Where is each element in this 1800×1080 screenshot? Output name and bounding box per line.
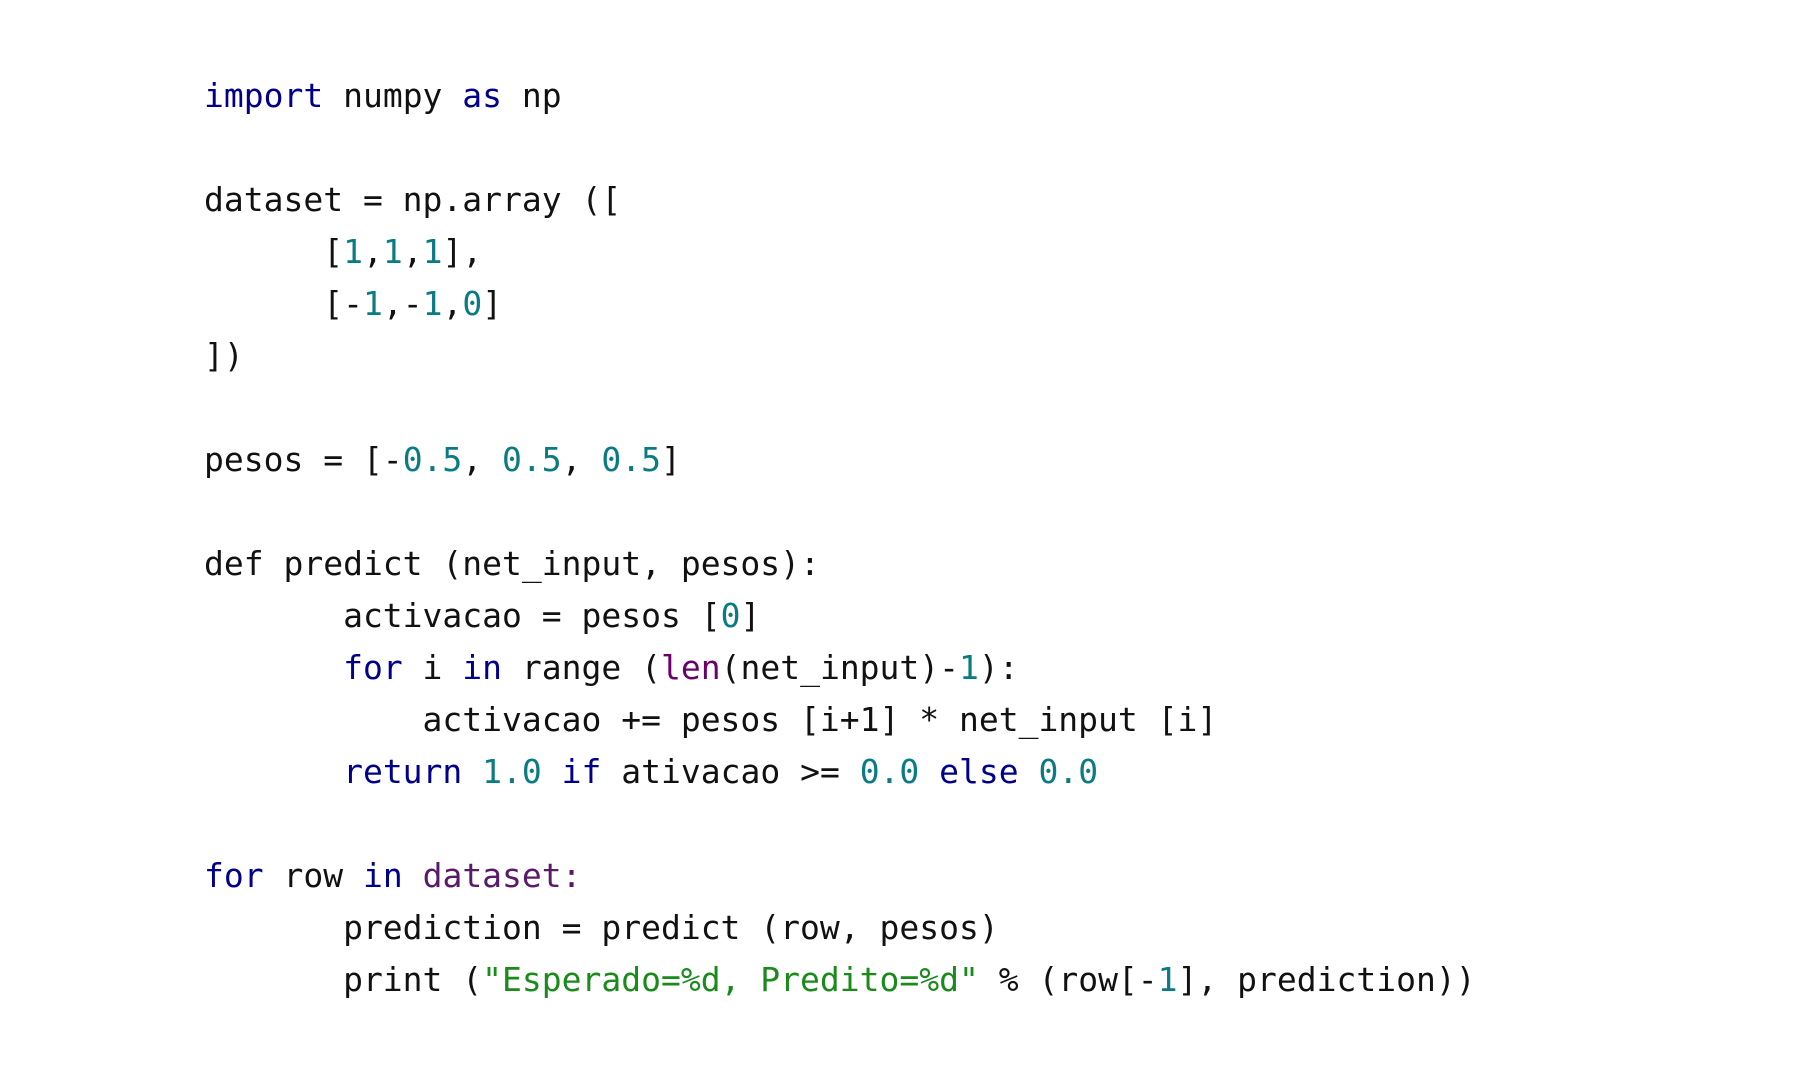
code-token: ], — [442, 232, 483, 271]
code-token: 1 — [422, 284, 443, 323]
code-token: 0.0 — [859, 752, 920, 791]
code-token: else — [939, 752, 1019, 791]
code-token: pesos = [- — [204, 440, 403, 479]
code-token: 0.5 — [502, 440, 562, 479]
code-token — [1019, 752, 1039, 791]
code-token: [ — [204, 232, 344, 271]
code-line: [-1,-1,0] — [204, 278, 1476, 330]
code-token: 1 — [422, 232, 443, 271]
code-token: , — [402, 232, 423, 271]
code-token: (net_input)- — [720, 648, 960, 687]
code-line — [204, 382, 1476, 434]
code-line: import numpy as np — [204, 70, 1476, 122]
code-token: % (row[- — [978, 960, 1158, 999]
code-token — [204, 648, 343, 687]
code-token: ,- — [382, 284, 423, 323]
code-token: activacao += pesos [i+1] * net_input [i] — [204, 700, 1218, 739]
code-line: for i in range (len(net_input)-1): — [204, 642, 1476, 694]
code-line: print ("Esperado=%d, Predito=%d" % (row[… — [204, 954, 1476, 1006]
code-token: , — [362, 232, 383, 271]
code-token: numpy — [323, 76, 463, 115]
code-token: 1 — [362, 284, 383, 323]
code-token: in — [362, 856, 403, 895]
code-line: dataset = np.array ([ — [204, 174, 1476, 226]
code-token: range ( — [502, 648, 661, 687]
code-line: for row in dataset: — [204, 850, 1476, 902]
code-token: 1 — [1157, 960, 1178, 999]
code-token: prediction = predict (row, pesos) — [204, 908, 999, 947]
code-token: ], prediction)) — [1177, 960, 1476, 999]
code-token: if — [561, 752, 602, 791]
code-token: dataset: — [422, 856, 582, 895]
code-token: as — [462, 76, 503, 115]
code-token: ] — [661, 440, 681, 479]
code-token: ativacao >= — [601, 752, 860, 791]
code-token: import — [204, 76, 324, 115]
code-token: 0 — [462, 284, 483, 323]
code-token: , — [442, 284, 463, 323]
code-token: 1.0 — [482, 752, 542, 791]
code-token: return — [343, 752, 463, 791]
code-token: def predict (net_input, pesos): — [204, 544, 820, 583]
code-token: ] — [740, 596, 761, 635]
code-token — [542, 752, 562, 791]
code-line — [204, 122, 1476, 174]
code-token: 0.5 — [601, 440, 662, 479]
code-token: , — [561, 440, 602, 479]
code-line — [204, 798, 1476, 850]
code-line — [204, 486, 1476, 538]
code-token: np — [502, 76, 562, 115]
code-token — [204, 752, 343, 791]
code-token: ]) — [204, 336, 244, 375]
code-token: len — [661, 648, 721, 687]
code-token: 1 — [382, 232, 403, 271]
code-token: "Esperado=%d, Predito=%d" — [482, 960, 979, 999]
code-token: for — [204, 856, 264, 895]
code-token — [462, 752, 482, 791]
code-token: 0 — [720, 596, 741, 635]
code-token: ): — [978, 648, 1019, 687]
code-token: for — [343, 648, 403, 687]
code-token: i — [402, 648, 463, 687]
code-token: activacao = pesos [ — [204, 596, 721, 635]
code-token: row — [263, 856, 363, 895]
code-block: import numpy as np dataset = np.array ([… — [204, 70, 1476, 1006]
code-line: prediction = predict (row, pesos) — [204, 902, 1476, 954]
code-line: def predict (net_input, pesos): — [204, 538, 1476, 590]
code-token: 1 — [343, 232, 363, 271]
code-line: activacao = pesos [0] — [204, 590, 1476, 642]
code-line: pesos = [-0.5, 0.5, 0.5] — [204, 434, 1476, 486]
code-token — [403, 856, 423, 895]
code-line: ]) — [204, 330, 1476, 382]
code-token: 0.5 — [402, 440, 463, 479]
code-token: 0.0 — [1038, 752, 1099, 791]
code-token — [919, 752, 939, 791]
code-token: dataset = np.array ([ — [204, 180, 622, 219]
code-token: [- — [204, 284, 363, 323]
code-line: return 1.0 if ativacao >= 0.0 else 0.0 — [204, 746, 1476, 798]
code-token: ] — [482, 284, 503, 323]
code-line: [1,1,1], — [204, 226, 1476, 278]
code-token: , — [462, 440, 503, 479]
code-token: in — [462, 648, 503, 687]
code-token: print ( — [204, 960, 483, 999]
code-token: 1 — [959, 648, 979, 687]
code-line: activacao += pesos [i+1] * net_input [i] — [204, 694, 1476, 746]
